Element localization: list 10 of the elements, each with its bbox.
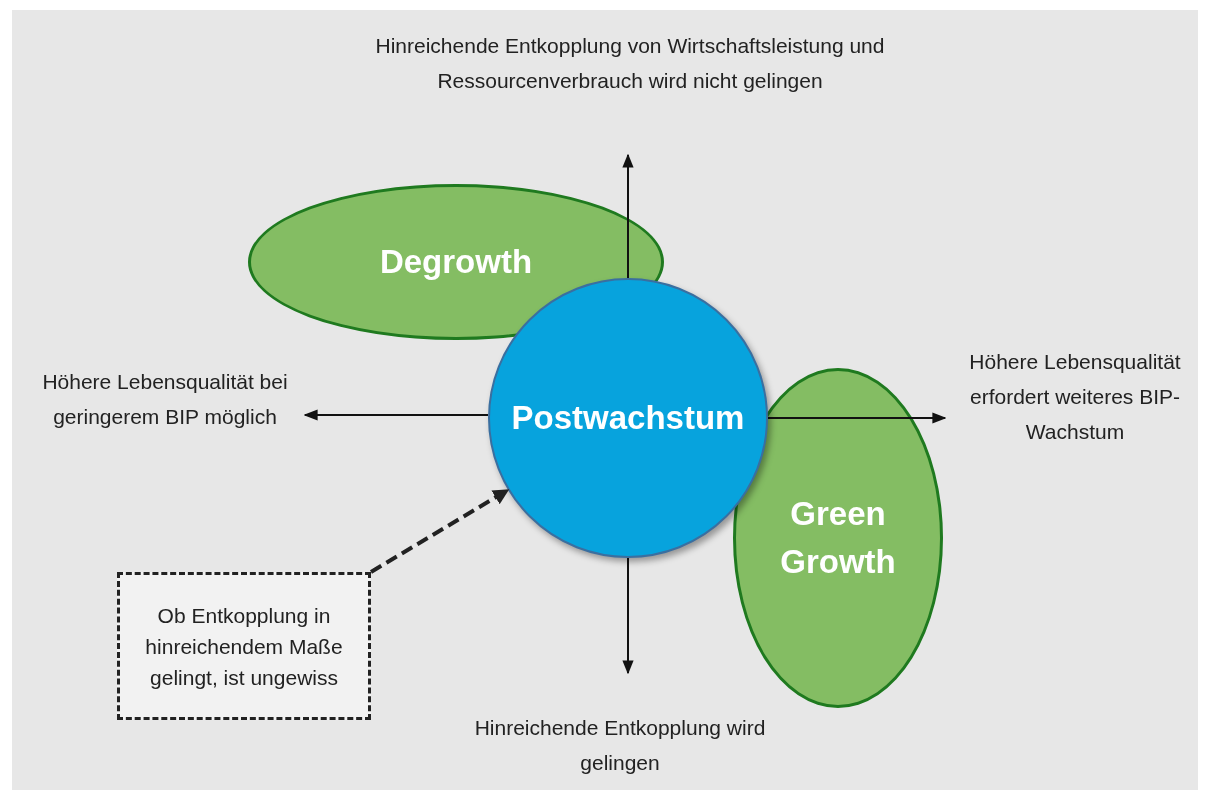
- node-label: Ob Entkopplung in hinreichendem Maße gelingt, ist ungewiss: [144, 602, 344, 691]
- arrow: [369, 488, 510, 574]
- note-box: [117, 572, 371, 720]
- axis-label: Höhere Lebensqualität erfordert weiteres BIP-Wachstum: [968, 349, 1182, 445]
- axis-label: Hinreichende Entkopplung von Wirtschaftsleistung und Ressourcenverbrauch wird nicht gelingen: [374, 33, 886, 94]
- node-label: Postwachstum: [511, 398, 745, 438]
- axis-label: Hinreichende Entkopplung wird gelingen: [473, 715, 767, 776]
- node-label: Green Growth: [779, 494, 897, 582]
- axis-label: Höhere Lebensqualität bei geringerem BIP möglich: [41, 369, 289, 430]
- node-label: Degrowth: [379, 242, 533, 282]
